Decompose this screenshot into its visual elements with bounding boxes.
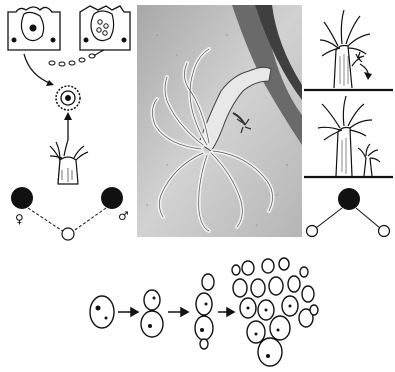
yeast-cell-icon bbox=[195, 316, 213, 340]
male-symbol: ♂ bbox=[118, 210, 129, 222]
yeast-sequence bbox=[80, 248, 320, 372]
yeast-cell-icon bbox=[202, 274, 214, 290]
sperm-chain bbox=[49, 50, 104, 66]
arrow-icon bbox=[118, 308, 234, 316]
spore-icon bbox=[338, 188, 360, 210]
hydra-icon bbox=[318, 96, 380, 176]
zygote-circle bbox=[62, 228, 74, 240]
daughter-cell-right bbox=[379, 226, 390, 237]
female-gamete bbox=[11, 187, 33, 209]
male-gamete bbox=[101, 187, 123, 209]
hydra-photo-panel bbox=[137, 5, 302, 237]
sexual-cycle-diagram bbox=[0, 0, 135, 245]
female-symbol: ♀ bbox=[15, 213, 24, 225]
yeast-cell-icon bbox=[144, 290, 160, 310]
testis-box bbox=[80, 6, 130, 50]
yeast-cell-icon bbox=[90, 296, 114, 328]
budding-diagram bbox=[300, 0, 395, 245]
hydra-illustration bbox=[137, 5, 302, 237]
arrow-icon bbox=[24, 54, 52, 84]
ovary-box bbox=[8, 7, 60, 50]
hydra-icon bbox=[50, 140, 88, 184]
hydra-icon bbox=[320, 10, 372, 88]
yeast-cell-icon bbox=[141, 311, 163, 337]
budding-panel bbox=[300, 0, 395, 245]
egg-icon bbox=[56, 86, 80, 110]
yeast-budding-panel bbox=[80, 248, 320, 372]
sexual-reproduction-panel: ♀ ♂ bbox=[0, 0, 135, 245]
yeast-cell-icon bbox=[196, 293, 212, 315]
yeast-cell-icon bbox=[200, 339, 208, 349]
daughter-cell-left bbox=[307, 226, 318, 237]
